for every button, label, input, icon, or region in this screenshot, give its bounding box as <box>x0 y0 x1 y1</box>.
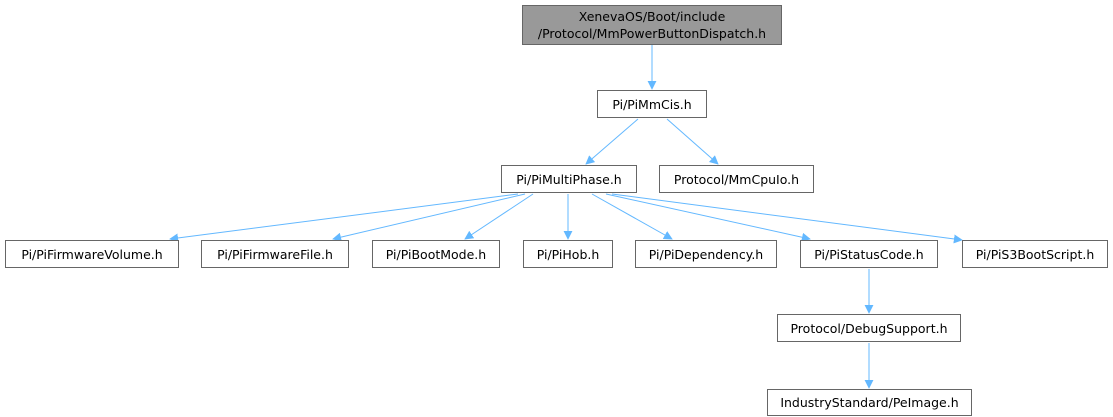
node-label: Pi/PiHob.h <box>536 246 600 262</box>
node-pifirmwarevolume[interactable]: Pi/PiFirmwareVolume.h <box>5 240 179 268</box>
node-pibootmode[interactable]: Pi/PiBootMode.h <box>372 240 500 268</box>
edge-multiphase-to-fwfile <box>332 193 526 242</box>
edge-multiphase-to-statuscode <box>605 193 811 242</box>
edge-multiphase-to-s3boot <box>611 193 963 244</box>
edge-multiphase-to-bootmode <box>464 193 534 240</box>
node-label: Pi/PiMultiPhase.h <box>516 171 622 187</box>
node-label: Pi/PiFirmwareFile.h <box>217 246 333 262</box>
node-label: Pi/PiMmCis.h <box>612 96 692 112</box>
node-label: Pi/PiStatusCode.h <box>814 246 924 262</box>
node-pifirmwarefile[interactable]: Pi/PiFirmwareFile.h <box>201 240 349 268</box>
node-label: Pi/PiS3BootScript.h <box>975 246 1095 262</box>
edge-mmcis-to-multiphase <box>585 118 639 165</box>
node-label: Protocol/DebugSupport.h <box>790 320 948 336</box>
node-debugsupport[interactable]: Protocol/DebugSupport.h <box>777 314 961 342</box>
node-pihob[interactable]: Pi/PiHob.h <box>523 240 613 268</box>
node-label: Pi/PiFirmwareVolume.h <box>21 246 163 262</box>
node-pidependency[interactable]: Pi/PiDependency.h <box>635 240 777 268</box>
root-label-line1: XenevaOS/Boot/include <box>578 9 726 24</box>
node-label: Protocol/MmCpuIo.h <box>673 171 800 187</box>
node-peimage[interactable]: IndustryStandard/PeImage.h <box>767 389 972 416</box>
node-label: IndustryStandard/PeImage.h <box>780 395 959 410</box>
edge-multiphase-to-fwvolume <box>169 193 519 243</box>
node-pimmcis[interactable]: Pi/PiMmCis.h <box>597 90 707 118</box>
node-pis3bootscript[interactable]: Pi/PiS3BootScript.h <box>962 240 1108 268</box>
node-mmcpuio[interactable]: Protocol/MmCpuIo.h <box>659 165 814 193</box>
node-label: Pi/PiDependency.h <box>648 246 764 262</box>
node-label: Pi/PiBootMode.h <box>385 246 487 262</box>
node-pimultiphase[interactable]: Pi/PiMultiPhase.h <box>501 165 637 193</box>
root-label-line2: /Protocol/MmPowerButtonDispatch.h <box>537 26 767 41</box>
edge-mmcis-to-mmcpuio <box>666 118 719 165</box>
node-pistatuscode[interactable]: Pi/PiStatusCode.h <box>800 240 938 268</box>
edge-multiphase-to-dependency <box>591 193 673 240</box>
node-root-mmpowerbuttondispatch: XenevaOS/Boot/include /Protocol/MmPowerB… <box>522 5 782 45</box>
